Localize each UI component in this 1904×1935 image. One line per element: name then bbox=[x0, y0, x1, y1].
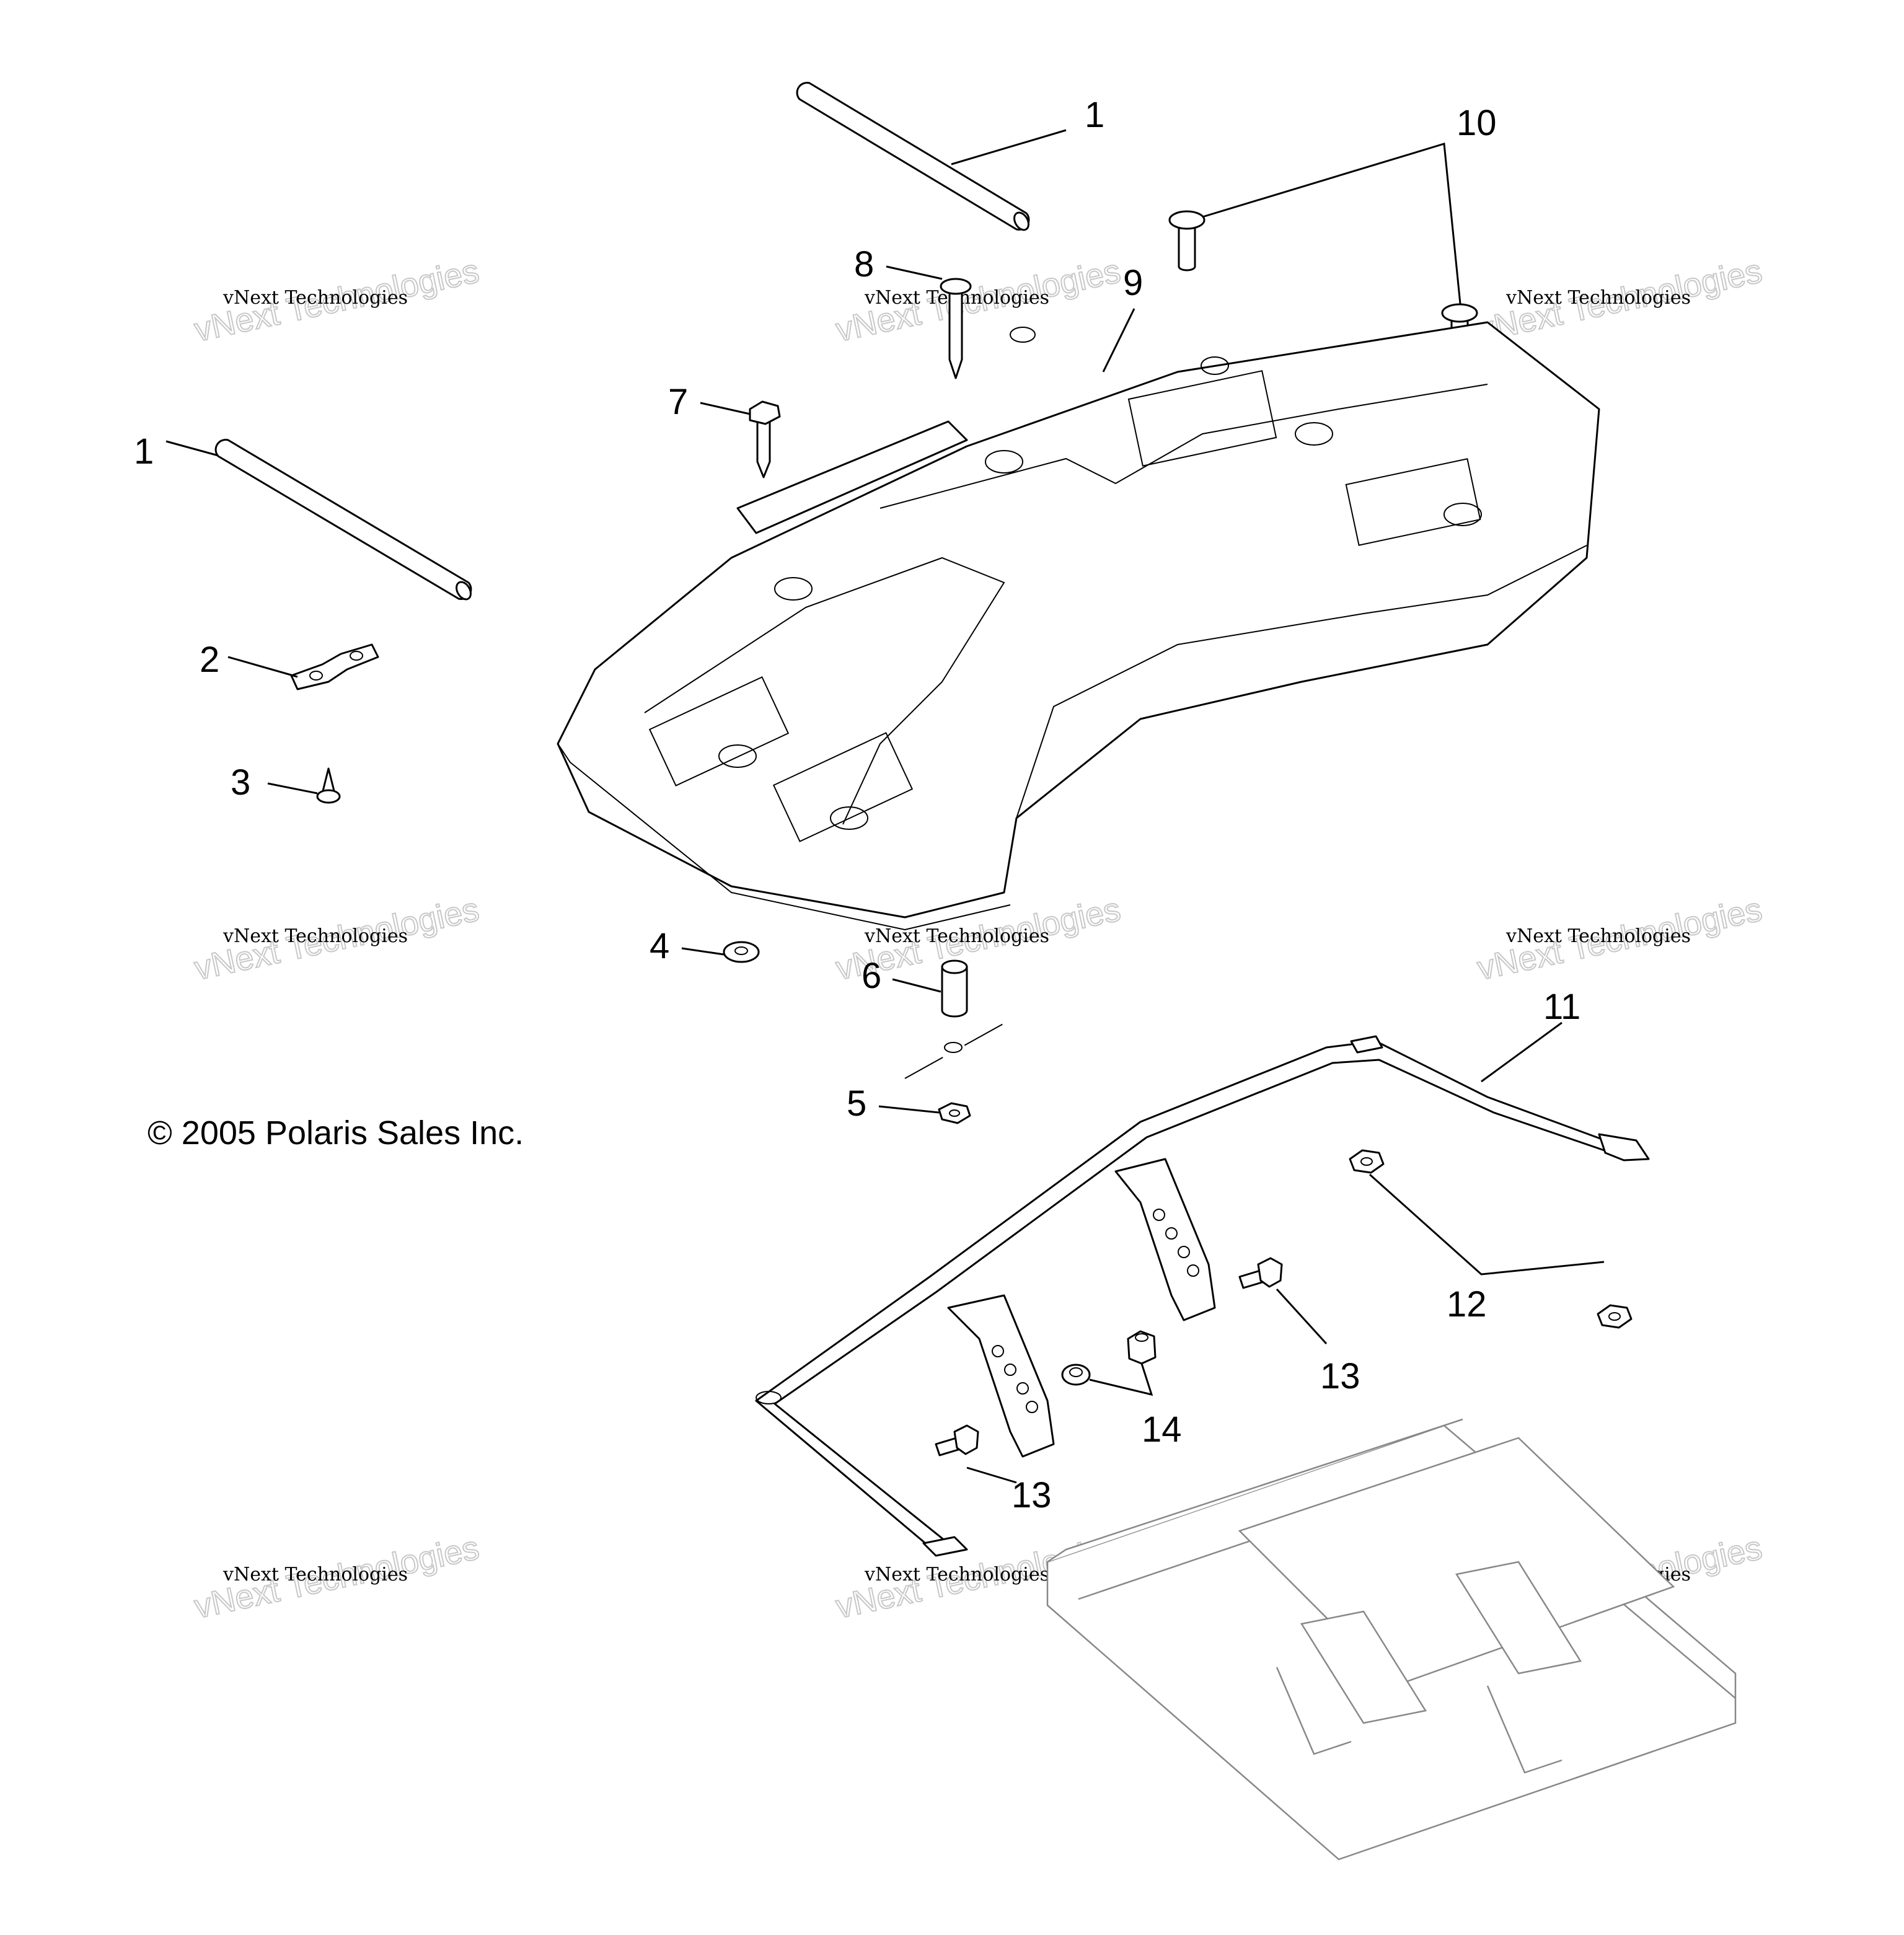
watermark-text: vNext Technologies bbox=[223, 1564, 408, 1585]
callout-1-left: 1 bbox=[134, 431, 154, 472]
leader-8 bbox=[886, 265, 943, 280]
watermark-top-right: vNext Technologies vNext Technologies bbox=[1474, 252, 1766, 350]
watermark-mid-right: vNext Technologies vNext Technologies bbox=[1474, 890, 1766, 988]
watermark-mid-left: vNext Technologies vNext Technologies bbox=[191, 890, 483, 988]
callout-3: 3 bbox=[231, 762, 250, 803]
part-1-rod-left bbox=[214, 439, 472, 601]
mounting-bracket-left bbox=[947, 1294, 1055, 1458]
callout-10: 10 bbox=[1457, 103, 1497, 143]
part-14-nut-left bbox=[1061, 1364, 1091, 1386]
callout-14: 14 bbox=[1142, 1409, 1182, 1450]
callout-4: 4 bbox=[650, 926, 669, 966]
watermark-text: vNext Technologies bbox=[1505, 925, 1691, 947]
part-13-bolt-lower bbox=[935, 1424, 979, 1457]
leader-3 bbox=[267, 782, 318, 795]
leader-2 bbox=[227, 656, 298, 678]
leader-10 bbox=[1202, 143, 1461, 304]
part-5-washer-hint bbox=[944, 1042, 963, 1053]
part-13-bolt-upper bbox=[1238, 1257, 1283, 1289]
alignment-line bbox=[904, 1016, 1017, 1079]
callout-6: 6 bbox=[862, 956, 881, 996]
leader-1a bbox=[951, 129, 1067, 165]
part-8-screw bbox=[940, 278, 972, 379]
part-4-washer bbox=[723, 941, 760, 963]
watermark-text: vNext Technologies bbox=[223, 287, 408, 309]
part-5-nut bbox=[938, 1102, 971, 1124]
leader-9 bbox=[1102, 308, 1135, 372]
part-2-bracket bbox=[290, 643, 379, 690]
part-1-rod-upper bbox=[796, 82, 1030, 231]
callout-12: 12 bbox=[1447, 1284, 1487, 1325]
callout-7: 7 bbox=[668, 382, 688, 422]
watermark-bottom-left: vNext Technologies vNext Technologies bbox=[191, 1528, 483, 1626]
part-7-screw bbox=[749, 400, 781, 478]
part-14-nut-right bbox=[1127, 1330, 1157, 1365]
watermark-top-left: vNext Technologies vNext Technologies bbox=[191, 252, 483, 350]
watermark-text: vNext Technologies bbox=[864, 925, 1049, 947]
leader-6 bbox=[892, 978, 941, 993]
leader-4 bbox=[681, 947, 725, 956]
callout-11: 11 bbox=[1543, 987, 1580, 1027]
callout-13-lower: 13 bbox=[1011, 1475, 1052, 1515]
leader-1b bbox=[165, 440, 219, 457]
vehicle-frame bbox=[1046, 1418, 1737, 1861]
callout-9: 9 bbox=[1123, 263, 1143, 303]
leader-13a bbox=[1276, 1288, 1328, 1345]
watermark-text: vNext Technologies bbox=[223, 925, 408, 947]
watermark-text: vNext Technologies bbox=[864, 1564, 1049, 1585]
part-12-nut-lower bbox=[1597, 1304, 1633, 1329]
part-3-rivet bbox=[316, 767, 341, 804]
callout-5: 5 bbox=[847, 1083, 866, 1124]
callout-1-upper: 1 bbox=[1085, 95, 1104, 135]
watermark-text: vNext Technologies bbox=[1505, 287, 1691, 309]
leader-11 bbox=[1481, 1021, 1562, 1083]
callout-2: 2 bbox=[200, 640, 219, 680]
leader-7 bbox=[700, 402, 751, 415]
leader-5 bbox=[878, 1105, 940, 1114]
part-12-nut-upper bbox=[1349, 1149, 1385, 1174]
part-9-rack bbox=[557, 321, 1600, 931]
mounting-bracket-right bbox=[1114, 1158, 1216, 1321]
leader-13b bbox=[966, 1466, 1017, 1484]
part-6-spacer bbox=[941, 959, 968, 1018]
leader-14 bbox=[1089, 1363, 1153, 1396]
copyright-notice: © 2005 Polaris Sales Inc. bbox=[148, 1114, 524, 1152]
callout-13-upper: 13 bbox=[1320, 1356, 1360, 1396]
part-11-rack-frame bbox=[755, 1035, 1650, 1557]
part-10-bolt-left bbox=[1168, 210, 1205, 271]
callout-8: 8 bbox=[854, 244, 874, 284]
leader-12 bbox=[1368, 1173, 1605, 1276]
